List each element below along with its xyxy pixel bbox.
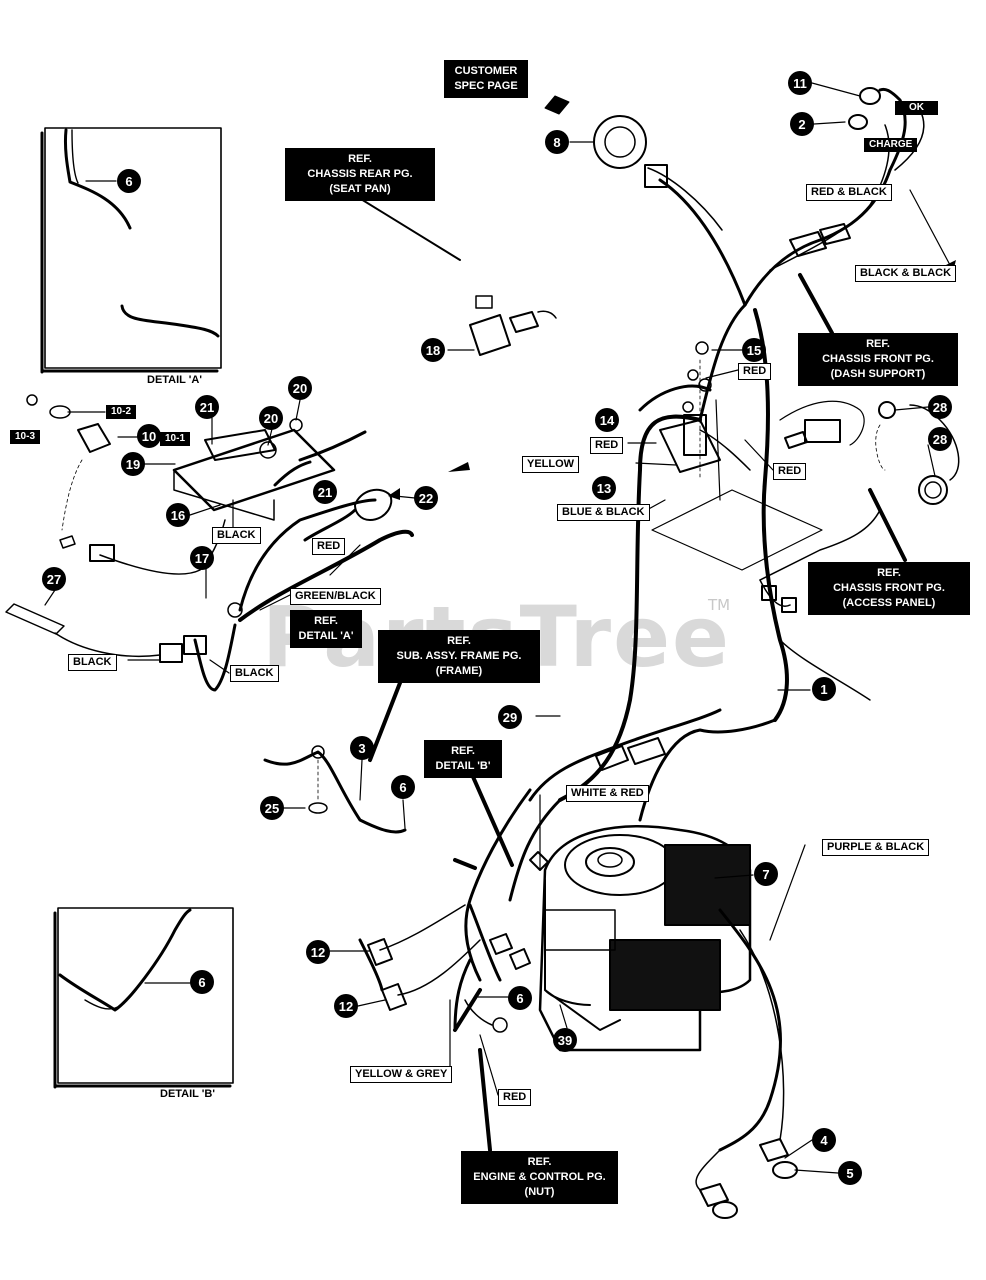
- callout-12-bottom: 12: [334, 994, 358, 1018]
- wire-label-green-black: GREEN/BLACK: [290, 588, 381, 605]
- callout-4: 4: [812, 1128, 836, 1152]
- callout-27: 27: [42, 567, 66, 591]
- ref-sub-assy-frame: REF.SUB. ASSY. FRAME PG.(FRAME): [378, 630, 540, 683]
- callout-7: 7: [754, 862, 778, 886]
- callout-6-detail-a: 6: [117, 169, 141, 193]
- wire-label-white-red: WHITE & RED: [566, 785, 649, 802]
- ref-chassis-front-dash: REF.CHASSIS FRONT PG.(DASH SUPPORT): [798, 333, 958, 386]
- watermark-trademark: TM: [708, 596, 731, 614]
- wire-label-red-battery: RED: [312, 538, 346, 555]
- detail-b-box: [57, 907, 234, 1084]
- callout-6-frame: 6: [391, 775, 415, 799]
- callout-5: 5: [838, 1161, 862, 1185]
- callout-28-top: 28: [928, 395, 952, 419]
- callout-25: 25: [260, 796, 284, 820]
- callout-20-mid: 20: [259, 406, 283, 430]
- ref-engine-control: REF.ENGINE & CONTROL PG.(NUT): [461, 1151, 618, 1204]
- callout-22: 22: [414, 486, 438, 510]
- callout-8: 8: [545, 130, 569, 154]
- callout-12-top: 12: [306, 940, 330, 964]
- wire-label-red-bracket: RED: [773, 463, 807, 480]
- callout-20-top: 20: [288, 376, 312, 400]
- tag-ok: OK: [895, 101, 938, 115]
- wire-label-red-solenoid: RED: [590, 437, 624, 454]
- callout-1: 1: [812, 677, 836, 701]
- wire-label-blue-black: BLUE & BLACK: [557, 504, 650, 521]
- wire-label-yellow: YELLOW: [522, 456, 580, 473]
- tag-charge: CHARGE: [864, 138, 918, 152]
- callout-17: 17: [190, 546, 214, 570]
- callout-6-detail-b: 6: [190, 970, 214, 994]
- tag-10-2: 10-2: [106, 405, 137, 419]
- callout-14: 14: [595, 408, 619, 432]
- callout-29: 29: [498, 705, 522, 729]
- ref-chassis-rear: REF.CHASSIS REAR PG.(SEAT PAN): [285, 148, 435, 201]
- callout-2: 2: [790, 112, 814, 136]
- callout-16: 16: [166, 503, 190, 527]
- callout-18: 18: [421, 338, 445, 362]
- wire-label-black-battery: BLACK: [212, 527, 261, 544]
- ref-detail-b: REF.DETAIL 'B': [424, 740, 502, 778]
- wire-label-red-black: RED & BLACK: [806, 184, 892, 201]
- callout-21-mid: 21: [313, 480, 337, 504]
- tag-10-3: 10-3: [10, 430, 41, 444]
- wire-label-red-engine: RED: [498, 1089, 532, 1106]
- detail-a-box: [44, 127, 222, 369]
- callout-19: 19: [121, 452, 145, 476]
- callout-13: 13: [592, 476, 616, 500]
- callout-3: 3: [350, 736, 374, 760]
- wire-label-yellow-grey: YELLOW & GREY: [350, 1066, 453, 1083]
- callout-21-top: 21: [195, 395, 219, 419]
- callout-15: 15: [742, 338, 766, 362]
- wire-label-black-black: BLACK & BLACK: [855, 265, 957, 282]
- wire-label-black-bottom: BLACK: [230, 665, 279, 682]
- detail-a-caption: DETAIL 'A': [147, 374, 202, 386]
- ref-chassis-front-access: REF.CHASSIS FRONT PG.(ACCESS PANEL): [808, 562, 970, 615]
- wire-label-black-left: BLACK: [68, 654, 117, 671]
- tag-10-1: 10-1: [160, 432, 191, 446]
- callout-6-engine: 6: [508, 986, 532, 1010]
- wire-label-purple-black: PURPLE & BLACK: [822, 839, 930, 856]
- callout-39: 39: [553, 1028, 577, 1052]
- callout-28-bottom: 28: [928, 427, 952, 451]
- ref-detail-a: REF.DETAIL 'A': [290, 610, 362, 648]
- callout-10: 10: [137, 424, 161, 448]
- wire-label-red-dash: RED: [738, 363, 772, 380]
- detail-b-caption: DETAIL 'B': [160, 1088, 215, 1100]
- callout-11: 11: [788, 71, 812, 95]
